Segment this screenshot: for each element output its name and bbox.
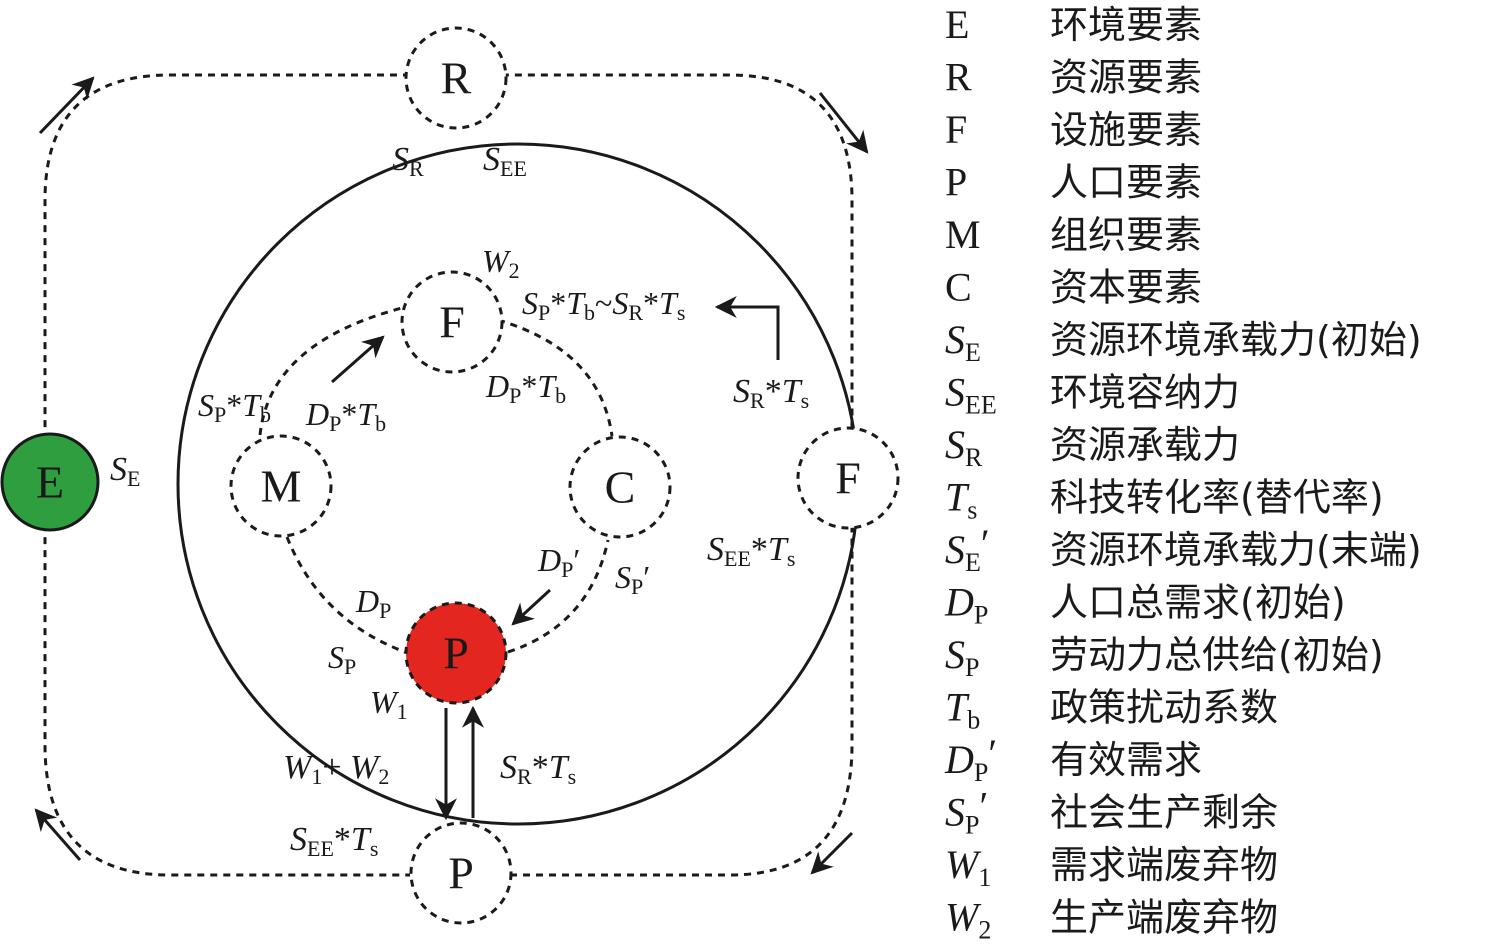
node-capital bbox=[568, 435, 672, 539]
label-w1: W1 bbox=[370, 684, 408, 724]
label-sp-prime: SP′ bbox=[615, 559, 650, 599]
node-population-inner bbox=[404, 601, 508, 705]
legend-description: 社会生产剩余 bbox=[1050, 791, 1278, 835]
inner-ring-bottom-left bbox=[285, 536, 406, 654]
legend-symbol: SE bbox=[945, 317, 981, 367]
legend-description: 政策扰动系数 bbox=[1050, 686, 1278, 730]
inner-ring-right bbox=[497, 318, 614, 437]
legend-description: 人口总需求(初始) bbox=[1050, 581, 1346, 625]
arrow-sr-ts-to-facility bbox=[714, 296, 780, 360]
legend-symbol: W2 bbox=[945, 895, 991, 945]
node-environment bbox=[0, 432, 100, 532]
legend-description: 资本要素 bbox=[1050, 266, 1202, 310]
cycle-arrow-bottom-left bbox=[34, 808, 82, 861]
legend-symbol: SR bbox=[945, 422, 983, 472]
legend-symbol: DP bbox=[944, 580, 988, 630]
label-sr-ts-bottom: SR*Ts bbox=[500, 749, 576, 789]
legend-symbol: W1 bbox=[945, 842, 991, 892]
legend-description: 资源要素 bbox=[1050, 56, 1202, 100]
cycle-arrow-bottom-right bbox=[810, 831, 854, 875]
legend-description: 环境容纳力 bbox=[1050, 371, 1240, 415]
label-dp: DP bbox=[355, 583, 391, 623]
cycle-arrow-top-right bbox=[818, 92, 869, 154]
legend-description: 有效需求 bbox=[1050, 738, 1202, 782]
outer-cycle-path bbox=[43, 73, 854, 877]
node-resource bbox=[404, 26, 508, 130]
legend-symbol: M bbox=[945, 212, 981, 257]
node-environment-label: E bbox=[36, 457, 64, 508]
legend-description: 组织要素 bbox=[1050, 213, 1202, 257]
legend-description: 资源环境承载力(末端) bbox=[1050, 528, 1422, 572]
label-w1-w2: W1+ W2 bbox=[283, 749, 389, 789]
legend-description: 劳动力总供给(初始) bbox=[1050, 633, 1384, 677]
label-sr-top: SR bbox=[392, 141, 424, 181]
legend-symbol: SEE bbox=[945, 370, 997, 420]
legend-symbol: SP′ bbox=[945, 784, 988, 840]
label-w2: W2 bbox=[482, 243, 520, 283]
legend-symbol: R bbox=[945, 55, 972, 100]
label-see-top: SEE bbox=[483, 141, 527, 181]
inner-ring-left bbox=[258, 304, 411, 436]
label-see-ts-right: SEE*Ts bbox=[707, 531, 795, 571]
legend-description: 科技转化率(替代率) bbox=[1050, 476, 1384, 520]
legend-description: 人口要素 bbox=[1050, 161, 1202, 205]
legend-description: 资源承载力 bbox=[1050, 423, 1240, 467]
legend-symbol: P bbox=[945, 160, 967, 205]
legend-symbol: F bbox=[945, 107, 967, 152]
node-facility-inner-label: F bbox=[439, 297, 465, 348]
node-facility-outer-label: F bbox=[835, 453, 861, 504]
legend-description: 需求端废弃物 bbox=[1050, 843, 1278, 887]
label-see-ts-bottom: SEE*Ts bbox=[290, 821, 378, 861]
inner-ring-bottom-right bbox=[507, 539, 610, 654]
node-population-inner-label: P bbox=[443, 628, 469, 679]
label-dp-tb-left: DP*Tb bbox=[305, 396, 386, 436]
label-dp-prime: DP′ bbox=[537, 542, 580, 582]
node-capital-label: C bbox=[605, 462, 636, 513]
node-resource-label: R bbox=[441, 53, 472, 104]
label-sp-tb-sr-ts: SP*Tb~SR*Ts bbox=[522, 285, 685, 325]
node-organization-label: M bbox=[261, 461, 302, 512]
label-sr-ts-right: SR*Ts bbox=[733, 373, 809, 413]
node-population-outer-label: P bbox=[448, 848, 474, 899]
legend-symbol: SP bbox=[945, 632, 979, 682]
legend-symbol: DP′ bbox=[944, 731, 997, 787]
legend-symbol: Tb bbox=[945, 685, 980, 735]
node-population-outer bbox=[409, 821, 513, 925]
node-organization bbox=[229, 434, 333, 538]
legend-description: 生产端废弃物 bbox=[1050, 896, 1278, 940]
node-facility-inner bbox=[400, 270, 504, 374]
cycle-arrow-top-left bbox=[38, 76, 95, 135]
legend-description: 资源环境承载力(初始) bbox=[1050, 318, 1422, 362]
label-dp-tb-right: DP*Tb bbox=[485, 368, 566, 408]
legend-description: 设施要素 bbox=[1050, 108, 1202, 152]
label-se-left: SE bbox=[110, 451, 140, 491]
legend-description: 环境要素 bbox=[1050, 3, 1202, 47]
legend-symbol: SE′ bbox=[945, 521, 990, 577]
legend: E 环境要素 R 资源要素 F 设施要素 P 人口要素 M 组织要素 C 资本要素 SE 资源环境承载力(… bbox=[944, 2, 1422, 945]
label-sp-tb-left: SP*Tb bbox=[198, 387, 271, 427]
legend-symbol: C bbox=[945, 265, 972, 310]
arrow-mf bbox=[331, 335, 385, 384]
arrow-dp-prime bbox=[511, 588, 552, 626]
legend-symbol: E bbox=[945, 2, 969, 47]
label-sp: SP bbox=[328, 639, 356, 679]
node-facility-outer bbox=[796, 426, 900, 530]
legend-symbol: Ts bbox=[945, 475, 977, 525]
